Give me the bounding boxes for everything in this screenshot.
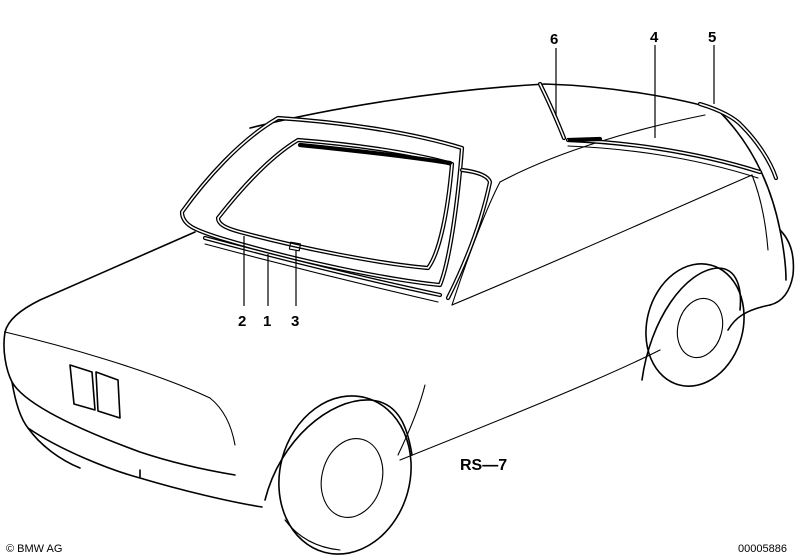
front-wheel-arch: [264, 399, 413, 501]
roof-trims: [537, 81, 779, 181]
rear-wheel: [645, 263, 745, 387]
windshield-top-stripe: [297, 142, 453, 166]
hood-top: [4, 231, 196, 333]
rear-bumper: [769, 229, 795, 306]
callouts: 2 1 3 6 4 5: [238, 29, 716, 330]
moulding-clip: [288, 241, 301, 252]
bumper-lower: [27, 427, 81, 469]
callout-5: 5: [708, 29, 716, 46]
body-side-lower: [727, 304, 771, 331]
front-bumper: [11, 381, 263, 508]
side-window-lower: [451, 174, 753, 306]
rear-wheel-arch: [641, 267, 742, 381]
front-wheel: [278, 395, 412, 555]
door-line: [399, 349, 661, 461]
rear-edge: [717, 109, 787, 281]
callout-1: 1: [263, 313, 271, 330]
leader-lines: [243, 45, 715, 306]
copyright-notice: © BMW AG: [6, 543, 62, 555]
roof-end-piece: [567, 136, 603, 143]
front-face: [3, 331, 236, 476]
callout-4: 4: [650, 29, 659, 46]
hood-crease: [4, 331, 211, 399]
grille-left: [69, 364, 96, 411]
roof-line: [249, 83, 719, 129]
windshield-assembly: [179, 115, 493, 303]
side-window-pillar: [451, 181, 501, 306]
callout-2: 2: [238, 313, 246, 330]
c-pillar: [751, 174, 769, 251]
reference-code: RS—7: [460, 457, 507, 474]
car-body: [3, 83, 795, 555]
door-vertical: [397, 384, 426, 456]
a-pillar-trim: [445, 167, 493, 301]
image-number: 00005886: [738, 543, 787, 555]
callout-6: 6: [550, 31, 558, 48]
hood-front-edge: [209, 397, 236, 446]
callout-3: 3: [291, 313, 299, 330]
grille-right: [95, 371, 121, 419]
